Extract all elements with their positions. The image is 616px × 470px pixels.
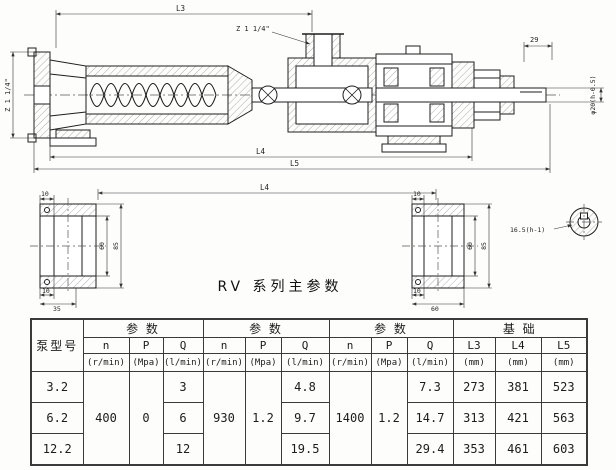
header-n3: n [328,337,372,354]
cell-l5: 603 [540,433,588,466]
header-n2: n [202,337,246,354]
cell-model: 6.2 [30,402,84,434]
header-p3: P [370,337,408,354]
dim-key-label: 16.5(h-1) [510,226,545,234]
cell-q3: 29.4 [406,433,454,466]
rotor-screw [89,82,217,108]
header-q3: Q [406,337,454,354]
feet-span-dimension: L4 [97,183,437,200]
unit-l5: (mm) [540,353,588,372]
cell-q3: 7.3 [406,371,454,403]
cell-l4: 381 [494,371,542,403]
dim-lb-35-label: 35 [53,305,61,312]
header-l5: L5 [540,337,588,354]
cell-l3: 353 [452,433,496,466]
main-dimensions: L3 Z 1 1/4" 29 Z 1 1/4" φ20(h-0.5) L4 L5 [4,4,604,173]
header-model: 泵型号 [30,318,84,372]
dim-l3-label: L3 [176,4,185,13]
pump-drawing: L3 Z 1 1/4" 29 Z 1 1/4" φ20(h-0.5) L4 L5 [4,4,604,312]
header-param-group-3: 参 数 [328,318,454,338]
header-p1: P [128,337,164,354]
main-assembly-view [24,33,560,153]
cell-model: 3.2 [30,371,84,403]
cell-q2: 4.8 [280,371,330,403]
header-param-group-2: 参 数 [202,318,330,338]
header-p2: P [244,337,282,354]
right-foot-dimensions: 10 60 85 10 60 [411,190,492,312]
dim-rb-85-label: 85 [480,242,488,250]
cell-n3: 1400 [328,371,372,466]
cell-p3: 1.2 [370,371,408,466]
cell-q1: 6 [162,402,204,434]
dim-lb-85-label: 85 [112,242,120,250]
cell-l4: 461 [494,433,542,466]
unit-q2: (l/min) [280,353,330,372]
cell-l3: 313 [452,402,496,434]
dim-suction-thread-label: Z 1 1/4" [4,78,12,112]
dim-l4-label: L4 [256,147,266,156]
header-l4: L4 [494,337,542,354]
cell-l5: 523 [540,371,588,403]
left-foot-detail-view [30,198,106,294]
cell-model: 12.2 [30,433,84,466]
table-title: RV 系列主参数 [217,279,343,295]
unit-n2: (r/min) [202,353,246,372]
dim-lb-bottom10-label: 10 [42,287,50,295]
dim-lb-60-label: 60 [98,242,106,250]
dim-shaft-diameter-label: φ20(h-0.5) [589,75,597,114]
dim-rb-60b-label: 60 [431,305,439,312]
cell-q1: 3 [162,371,204,403]
header-base-group: 基 础 [452,318,588,338]
table-row: 6.2 6 9.7 14.7 313 421 563 [30,402,588,434]
dim-lb-top10-label: 10 [41,190,49,198]
dim-29-label: 29 [530,36,538,44]
cell-p2: 1.2 [244,371,282,466]
table-row: 3.2 400 0 3 930 1.2 4.8 1400 1.2 7.3 273… [30,371,588,466]
unit-q3: (l/min) [406,353,454,372]
unit-p2: (Mpa) [244,353,282,372]
cell-l5: 563 [540,402,588,434]
cell-q3: 14.7 [406,402,454,434]
unit-p1: (Mpa) [128,353,164,372]
dim-rb-bottom10-label: 10 [413,287,421,295]
cell-q2: 9.7 [280,402,330,434]
left-foot-dimensions: 10 60 85 10 35 [39,190,124,312]
header-l3: L3 [452,337,496,354]
parameters-table: 泵型号 参 数 参 数 参 数 基 础 n P Q n P Q n P Q L3… [30,318,588,466]
header-q2: Q [280,337,330,354]
dim-l4-detail-label: L4 [260,183,270,192]
shaft-end-dimensions: 16.5(h-1) [510,224,573,234]
right-foot-detail-view [402,198,478,294]
unit-n3: (r/min) [328,353,372,372]
table-row: 12.2 12 19.5 29.4 353 461 603 [30,433,588,466]
cell-l4: 421 [494,402,542,434]
header-q1: Q [162,337,204,354]
unit-p3: (Mpa) [370,353,408,372]
header-n1: n [82,337,130,354]
cell-p1: 0 [128,371,164,466]
cell-q1: 12 [162,433,204,466]
header-param-group-1: 参 数 [82,318,204,338]
unit-q1: (l/min) [162,353,204,372]
unit-n1: (r/min) [82,353,130,372]
unit-l4: (mm) [494,353,542,372]
shaft-end-detail-view [566,204,602,240]
cell-q2: 19.5 [280,433,330,466]
dim-l5-label: L5 [290,159,299,168]
unit-l3: (mm) [452,353,496,372]
cell-n1: 400 [82,371,130,466]
dim-inlet-thread-label: Z 1 1/4" [236,25,270,33]
cell-n2: 930 [202,371,246,466]
dim-rb-60-label: 60 [466,242,474,250]
cell-l3: 273 [452,371,496,403]
dim-rb-top10-label: 10 [413,190,421,198]
